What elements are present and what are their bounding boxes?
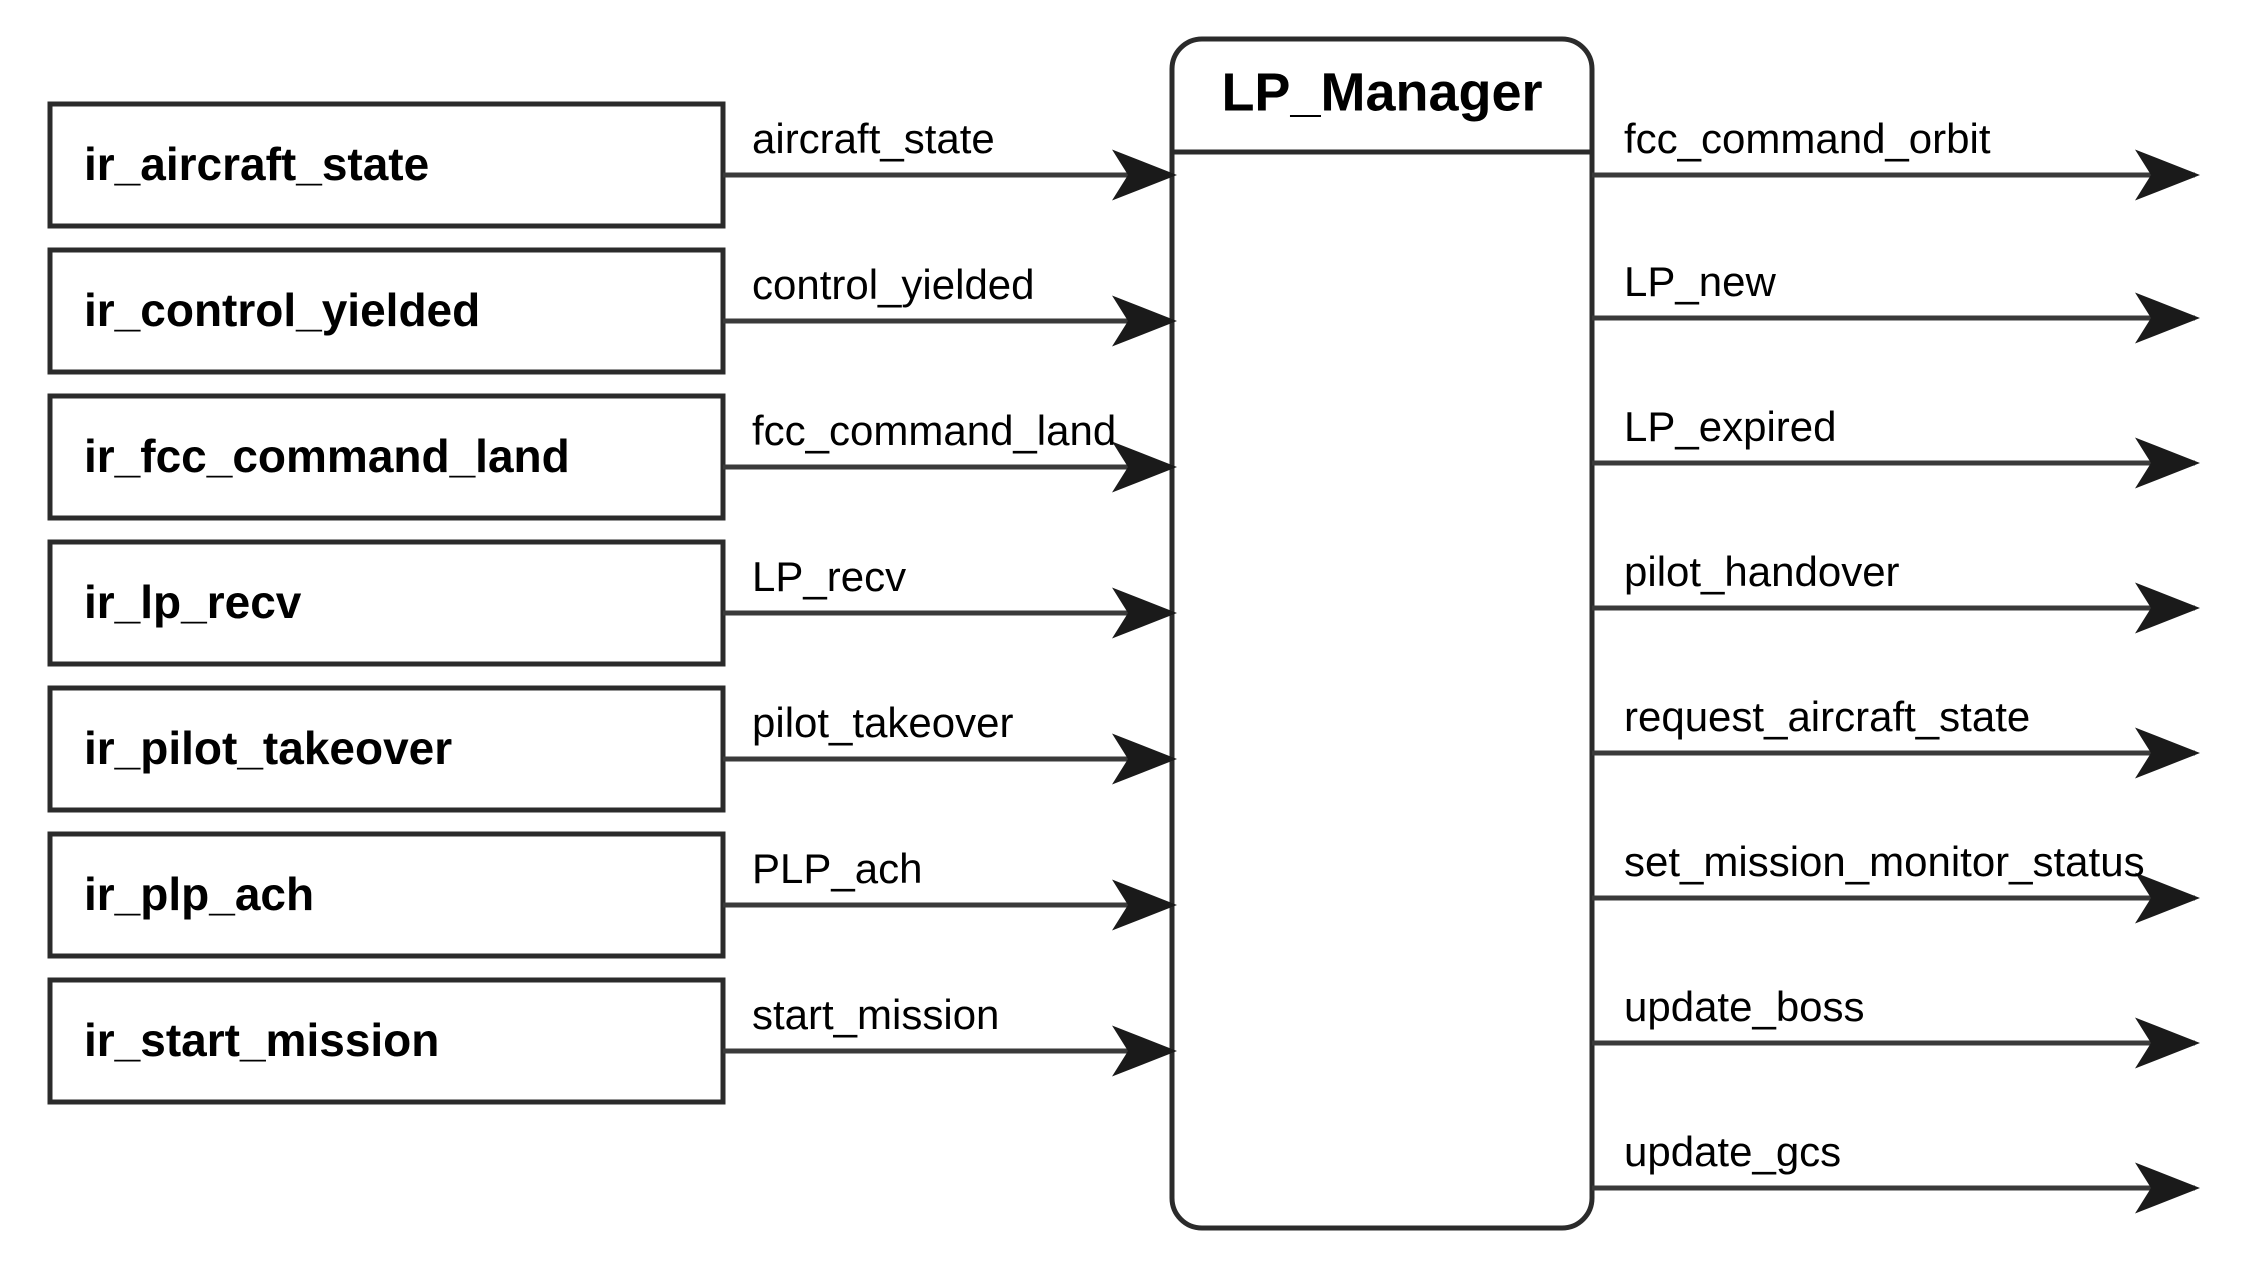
input-block-outline — [47, 393, 726, 521]
output-signal-pilot-handover: pilot_handover — [1592, 548, 2200, 634]
input-block-label: ir_start_mission — [84, 1014, 439, 1066]
input-signal-fcc-command-land: fcc_command_land — [723, 407, 1177, 493]
input-block-ir-plp-ach[interactable]: ir_plp_ach — [47, 831, 726, 959]
output-signal-label: request_aircraft_state — [1624, 693, 2030, 740]
output-signal-label: LP_new — [1624, 258, 1776, 305]
output-signal-label: pilot_handover — [1624, 548, 1900, 595]
input-block-label: ir_fcc_command_land — [84, 430, 570, 482]
input-block-ir-fcc-command-land[interactable]: ir_fcc_command_land — [47, 393, 726, 521]
output-signal-update-boss: update_boss — [1592, 983, 2200, 1069]
input-signal-LP-recv: LP_recv — [723, 553, 1177, 639]
input-signal-control-yielded: control_yielded — [723, 261, 1177, 347]
input-flows-group: aircraft_state control_yielded fcc_command… — [723, 115, 1177, 1077]
input-blocks-group: ir_aircraft_state ir_control_yielded ir_fc… — [47, 101, 726, 1105]
lp-manager-outline — [1169, 36, 1595, 1231]
input-block-label: ir_control_yielded — [84, 284, 480, 336]
input-signal-label: start_mission — [752, 991, 999, 1038]
input-signal-label: fcc_command_land — [752, 407, 1116, 454]
input-signal-label: control_yielded — [752, 261, 1035, 308]
input-signal-start-mission: start_mission — [723, 991, 1177, 1077]
input-block-outline — [47, 539, 726, 667]
output-signal-LP-expired: LP_expired — [1592, 403, 2200, 489]
output-signal-label: update_gcs — [1624, 1128, 1841, 1175]
output-signal-set-mission-monitor-status: set_mission_monitor_status — [1592, 838, 2200, 924]
input-block-label: ir_lp_recv — [84, 576, 302, 628]
input-signal-PLP-ach: PLP_ach — [723, 845, 1177, 931]
input-block-outline — [47, 247, 726, 375]
output-signal-request-aircraft-state: request_aircraft_state — [1592, 693, 2200, 779]
input-block-outline — [47, 685, 726, 813]
input-signal-label: LP_recv — [752, 553, 906, 600]
lp-manager-title: LP_Manager — [1221, 62, 1542, 122]
input-block-label: ir_plp_ach — [84, 868, 314, 920]
output-signal-label: LP_expired — [1624, 403, 1836, 450]
input-block-outline — [47, 977, 726, 1105]
input-signal-aircraft-state: aircraft_state — [723, 115, 1177, 201]
input-block-ir-aircraft-state[interactable]: ir_aircraft_state — [47, 101, 726, 229]
input-block-outline — [47, 101, 726, 229]
output-signal-update-gcs: update_gcs — [1592, 1128, 2200, 1214]
output-signal-label: update_boss — [1624, 983, 1865, 1030]
input-block-ir-control-yielded[interactable]: ir_control_yielded — [47, 247, 726, 375]
input-block-ir-lp-recv[interactable]: ir_lp_recv — [47, 539, 726, 667]
input-block-ir-start-mission[interactable]: ir_start_mission — [47, 977, 726, 1105]
input-block-outline — [47, 831, 726, 959]
input-signal-label: PLP_ach — [752, 845, 922, 892]
input-block-label: ir_pilot_takeover — [84, 722, 452, 774]
lp-manager-block[interactable]: LP_Manager — [1169, 36, 1595, 1231]
output-signal-LP-new: LP_new — [1592, 258, 2200, 344]
output-signal-label: set_mission_monitor_status — [1624, 838, 2145, 885]
input-block-ir-pilot-takeover[interactable]: ir_pilot_takeover — [47, 685, 726, 813]
input-block-label: ir_aircraft_state — [84, 138, 429, 190]
input-signal-label: pilot_takeover — [752, 699, 1014, 746]
output-signal-fcc-command-orbit: fcc_command_orbit — [1592, 115, 2200, 201]
input-signal-pilot-takeover: pilot_takeover — [723, 699, 1177, 785]
input-signal-label: aircraft_state — [752, 115, 995, 162]
output-signal-label: fcc_command_orbit — [1624, 115, 1991, 162]
